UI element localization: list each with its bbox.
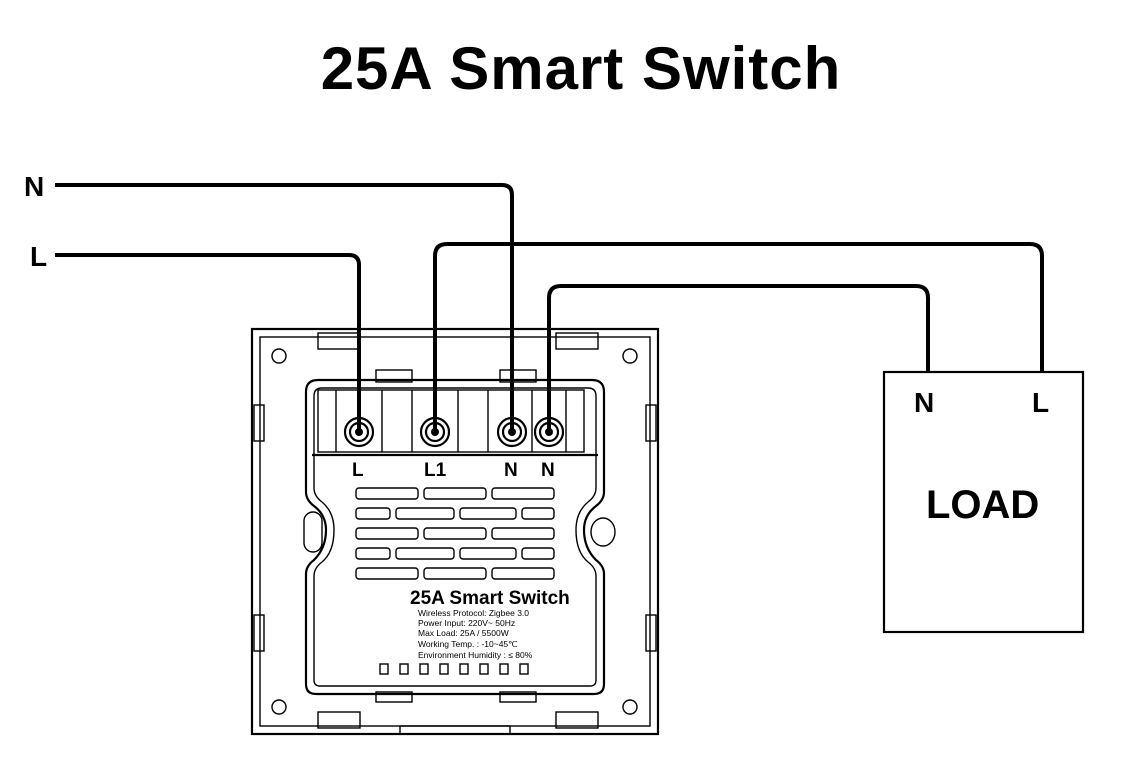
terminal-label-l1: L1 [424,460,447,481]
supply-l-label: L [30,241,47,272]
load-n-label: N [914,387,934,418]
terminal-label-l: L [352,460,364,481]
vent-slots [355,487,555,580]
terminal-block [312,389,598,457]
spec-line: Power Input: 220V~ 50Hz [418,618,515,628]
wire-l1-to-load [433,242,1044,432]
wire-supply-l [55,253,361,432]
spec-line: Max Load: 25A / 5500W [418,628,509,638]
spec-line: Wireless Protocol: Zigbee 3.0 [418,608,529,618]
load-title: LOAD [926,483,1039,527]
device-label: 25A Smart Switch [410,588,570,609]
module-housing [304,369,606,703]
terminal-label-n1: N [504,460,518,481]
terminal-label-n2: N [541,460,555,481]
diagram-title: 25A Smart Switch [320,35,842,102]
wire-supply-n [55,183,514,432]
wire-n-to-load [547,284,930,432]
supply-n-label: N [24,171,44,202]
spec-line: Working Temp. : -10~45℃ [418,639,518,649]
switch-body [250,327,660,736]
load-l-label: L [1032,387,1049,418]
spec-line: Environment Humidity : ≤ 80% [418,650,533,660]
load-box [882,370,1085,634]
